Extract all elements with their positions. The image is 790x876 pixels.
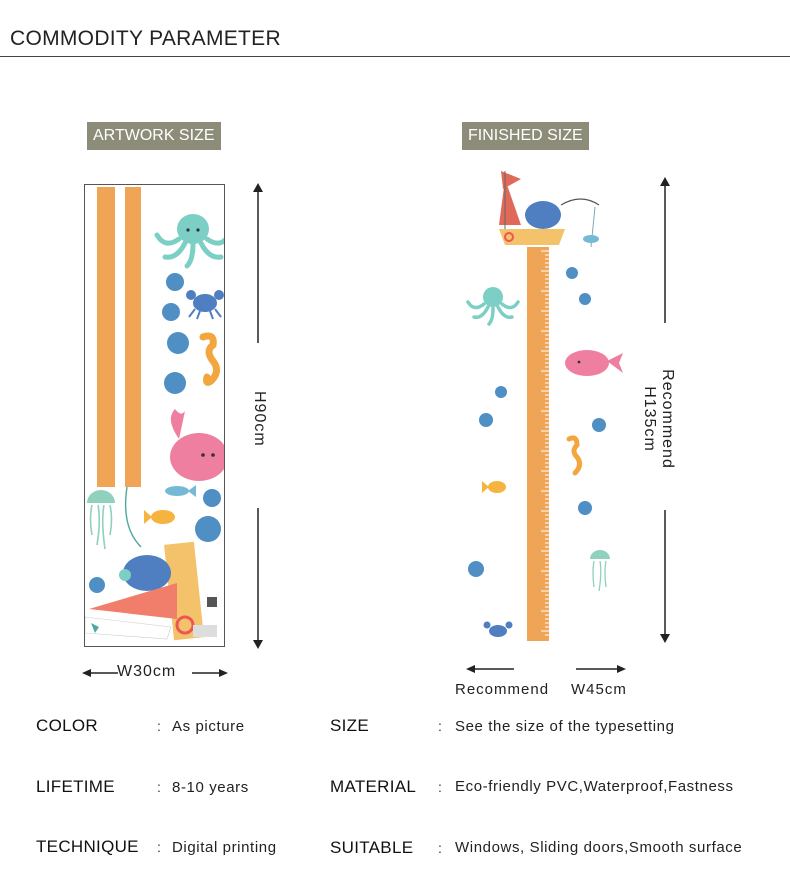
artwork-sheet [84,184,225,647]
header-divider [0,56,790,57]
spec-colon: : [157,718,161,734]
bubble [195,516,221,542]
seahorse-sticker [199,332,220,386]
artwork-height-arrow [253,183,263,649]
finished-jellyfish [590,550,610,592]
spec-label-suitable: SUITABLE [330,838,414,857]
bubble [479,413,493,427]
spec-colon: : [438,840,442,856]
fish-sticker [144,510,175,524]
artwork-height-label: H90cm [251,391,268,447]
finished-ruler-ticks [541,250,549,636]
bubble [167,332,189,354]
spec-label-technique: TECHNIQUE [36,837,139,856]
finished-ruler [527,247,549,641]
spec-colon: : [438,718,442,734]
finished-width-arrow [466,665,626,673]
spec-value-color: As picture [172,718,245,735]
spec-label-material: MATERIAL [330,777,417,796]
artwork-width-arrow [82,669,228,677]
finished-seahorse [566,435,583,476]
finished-width-label-1: Recommend [455,681,550,698]
finished-width-label-2: W45cm [571,681,627,698]
finished-height-arrow [660,177,670,643]
crab-sticker [186,290,224,320]
finished-octopus [466,287,520,326]
spec-value-size: See the size of the typesetting [455,718,675,735]
fishing-line [124,486,142,548]
finished-boat [499,171,600,248]
finished-illustration [466,171,623,641]
spec-value-suitable: Windows, Sliding doors,Smooth surface [455,839,743,856]
spec-value-material: Eco-friendly PVC,Waterproof,Fastness [455,778,734,795]
octopus-sticker [154,214,224,269]
whale-sticker [170,409,224,481]
finished-size-tag: FINISHED SIZE [462,122,589,150]
artwork-size-tag: ARTWORK SIZE [87,122,221,150]
bubble [468,561,484,577]
spec-colon: : [157,779,161,795]
artwork-width-label: W30cm [117,663,177,680]
qr-code [207,597,217,607]
finished-whale [565,350,623,376]
bubble [579,293,591,305]
bubble [203,489,221,507]
sail [89,583,177,619]
bubble [89,577,105,593]
spec-value-technique: Digital printing [172,839,277,856]
ruler-ticks [97,190,141,482]
bubble [495,386,507,398]
jellyfish-sticker [87,490,115,550]
page-title: COMMODITY PARAMETER [10,27,281,50]
spec-colon: : [438,779,442,795]
boat-sticker [85,541,204,641]
bubble [592,418,606,432]
spec-label-lifetime: LIFETIME [36,777,115,796]
bubble [578,501,592,515]
finished-height-label: Recommend H135cm [641,369,676,469]
spec-label-size: SIZE [330,716,369,735]
ruler-strip-left [97,187,115,487]
fish-sticker-blue [165,485,196,497]
bubble [166,273,184,291]
ruler-strip-right [125,187,141,487]
label-sticker [193,625,217,637]
bubble [566,267,578,279]
finished-crab [483,621,513,637]
spec-colon: : [157,839,161,855]
bubble [164,372,186,394]
finished-fish [482,481,506,493]
spec-label-color: COLOR [36,716,98,735]
spec-value-lifetime: 8-10 years [172,779,249,796]
bubble [162,303,180,321]
artwork-illustration [85,187,224,641]
hippo [123,555,171,591]
